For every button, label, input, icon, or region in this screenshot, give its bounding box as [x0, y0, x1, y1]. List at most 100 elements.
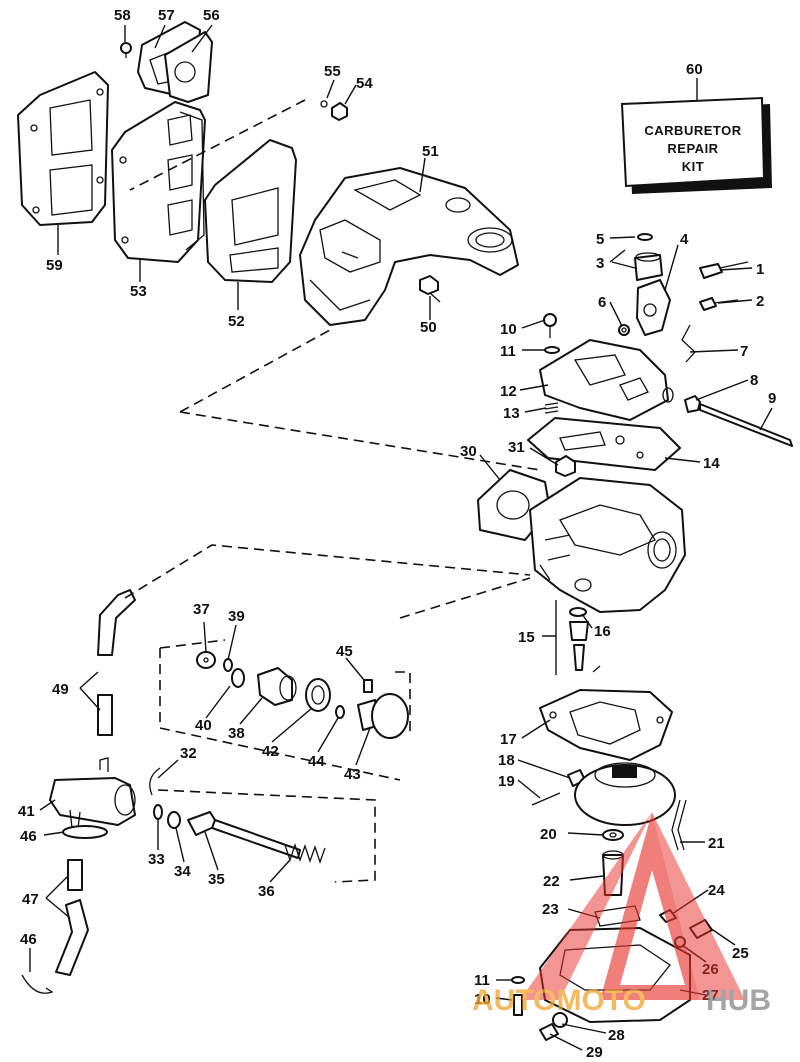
carburetor-body	[529, 477, 686, 613]
part-43-plunger	[357, 693, 409, 739]
part-50-bolt	[419, 275, 441, 303]
part-59-gasket	[17, 71, 109, 226]
callout-11-bottom: 11	[474, 972, 490, 989]
watermark-text-right: HUB	[706, 984, 771, 1017]
part-13-spring	[544, 402, 559, 414]
part-31-nut	[555, 455, 576, 477]
callout-14: 14	[703, 455, 720, 472]
dashed-group-line-mid	[124, 544, 531, 619]
part-37-39-40-washers	[196, 651, 245, 688]
part-1-screw	[699, 261, 749, 279]
callout-43: 43	[344, 766, 361, 783]
kit-line-1: CARBURETOR	[644, 123, 741, 138]
part-10-11-screw	[543, 313, 560, 354]
callout-47: 47	[22, 891, 39, 908]
callout-40: 40	[195, 717, 212, 734]
callout-15: 15	[518, 629, 535, 646]
callout-33: 33	[148, 851, 165, 868]
callout-58: 58	[114, 7, 131, 24]
parts-drawings	[17, 21, 793, 1041]
callout-34: 34	[174, 863, 191, 880]
callout-44: 44	[308, 753, 325, 770]
part-60-repair-kit	[620, 96, 772, 194]
callout-4: 4	[680, 231, 689, 248]
callout-1: 1	[756, 261, 764, 278]
callout-28: 28	[608, 1027, 625, 1044]
part-32-clip	[149, 767, 161, 796]
watermark-logo-icon	[600, 812, 700, 1000]
part-12-top	[539, 339, 674, 421]
callout-60: 60	[686, 61, 703, 78]
part-14-gasket	[527, 417, 681, 471]
part-47-hoses	[55, 859, 89, 976]
callout-52: 52	[228, 313, 245, 330]
callout-41: 41	[18, 803, 35, 820]
part-52-gasket	[204, 139, 297, 283]
callout-7: 7	[740, 343, 748, 360]
part-44-oring	[335, 705, 345, 719]
callout-22: 21	[708, 835, 725, 852]
callout-29: 29	[586, 1044, 603, 1061]
callout-21: 22	[543, 873, 560, 890]
part-17-gasket	[539, 689, 673, 761]
callout-25: 25	[732, 945, 749, 962]
callout-36: 36	[258, 883, 275, 900]
dashed-group-line-upper	[129, 99, 541, 471]
callout-56: 56	[203, 7, 220, 24]
callout-17: 17	[500, 731, 517, 748]
part-35-shaft	[187, 811, 301, 859]
callout-3: 3	[596, 255, 604, 272]
dashed-group-box-lower	[157, 789, 376, 883]
callout-50: 50	[420, 319, 437, 336]
callout-57: 57	[158, 7, 175, 24]
callout-51: 51	[422, 143, 439, 160]
part-45-screw	[363, 679, 373, 693]
repair-kit-label: CARBURETOR REPAIR KIT	[644, 123, 741, 174]
part-51-body	[299, 167, 519, 326]
callout-23: 23	[542, 901, 559, 918]
callout-19: 19	[498, 773, 515, 790]
callout-10-top: 10	[500, 321, 517, 338]
watermark: AUTOMOTO HUB	[472, 812, 771, 1017]
part-15-16-valve	[569, 607, 601, 673]
callout-16: 16	[594, 623, 611, 640]
callout-9: 9	[768, 390, 776, 407]
part-49-hose	[97, 589, 136, 736]
callout-55: 55	[324, 63, 341, 80]
callout-20: 20	[540, 826, 557, 843]
part-53-plate	[111, 101, 206, 263]
part-42-diaphragm	[305, 678, 331, 712]
part-57-56-gaskets	[137, 21, 213, 103]
leader-lines	[29, 24, 773, 1051]
dashed-group-box	[159, 639, 411, 781]
callout-2: 2	[756, 293, 764, 310]
kit-line-2: REPAIR	[667, 141, 718, 156]
part-7-clip	[681, 324, 696, 363]
callout-11-top: 11	[500, 343, 516, 360]
callout-35: 35	[208, 871, 225, 888]
callout-39: 39	[228, 608, 245, 625]
callout-42: 42	[262, 743, 279, 760]
callout-8: 8	[750, 372, 758, 389]
callout-5: 5	[596, 231, 604, 248]
callout-46-top: 46	[20, 828, 37, 845]
part-20-washer	[602, 829, 624, 841]
callout-54: 54	[356, 75, 373, 92]
part-36-spring	[284, 842, 326, 864]
part-2-screw	[699, 297, 739, 311]
callout-numbers: 58 57 56 55 54 59 53 52 51 50 60 1 2 3 4…	[18, 7, 776, 1061]
callout-6: 6	[598, 294, 606, 311]
part-38-fitting	[257, 667, 297, 706]
callout-13: 13	[503, 405, 520, 422]
callout-46-bottom: 46	[20, 931, 37, 948]
callout-37: 37	[193, 601, 210, 618]
part-41-primer	[49, 757, 136, 829]
callout-45: 45	[336, 643, 353, 660]
part-58-screw	[120, 42, 132, 58]
kit-line-3: KIT	[682, 159, 704, 174]
callout-10-bottom: 10	[474, 991, 491, 1008]
callout-18: 18	[498, 752, 515, 769]
callout-49: 49	[52, 681, 69, 698]
callout-30: 30	[460, 443, 477, 460]
